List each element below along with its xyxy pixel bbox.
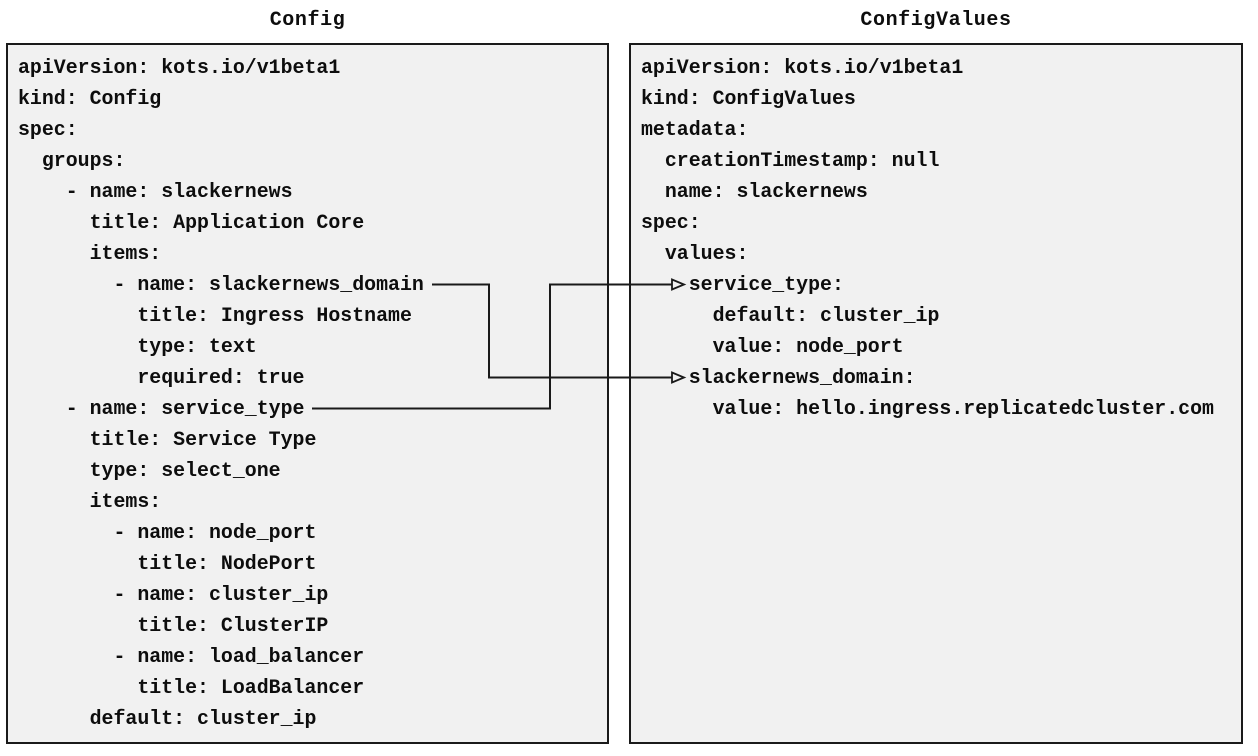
config-yaml-panel: apiVersion: kots.io/v1beta1 kind: Config… bbox=[6, 43, 609, 744]
configvalues-yaml-panel: apiVersion: kots.io/v1beta1 kind: Config… bbox=[629, 43, 1243, 744]
config-yaml-code: apiVersion: kots.io/v1beta1 kind: Config… bbox=[18, 56, 424, 730]
configvalues-yaml-code: apiVersion: kots.io/v1beta1 kind: Config… bbox=[641, 56, 1214, 420]
configvalues-panel-title: ConfigValues bbox=[860, 9, 1012, 32]
config-panel-title: Config bbox=[269, 9, 346, 32]
